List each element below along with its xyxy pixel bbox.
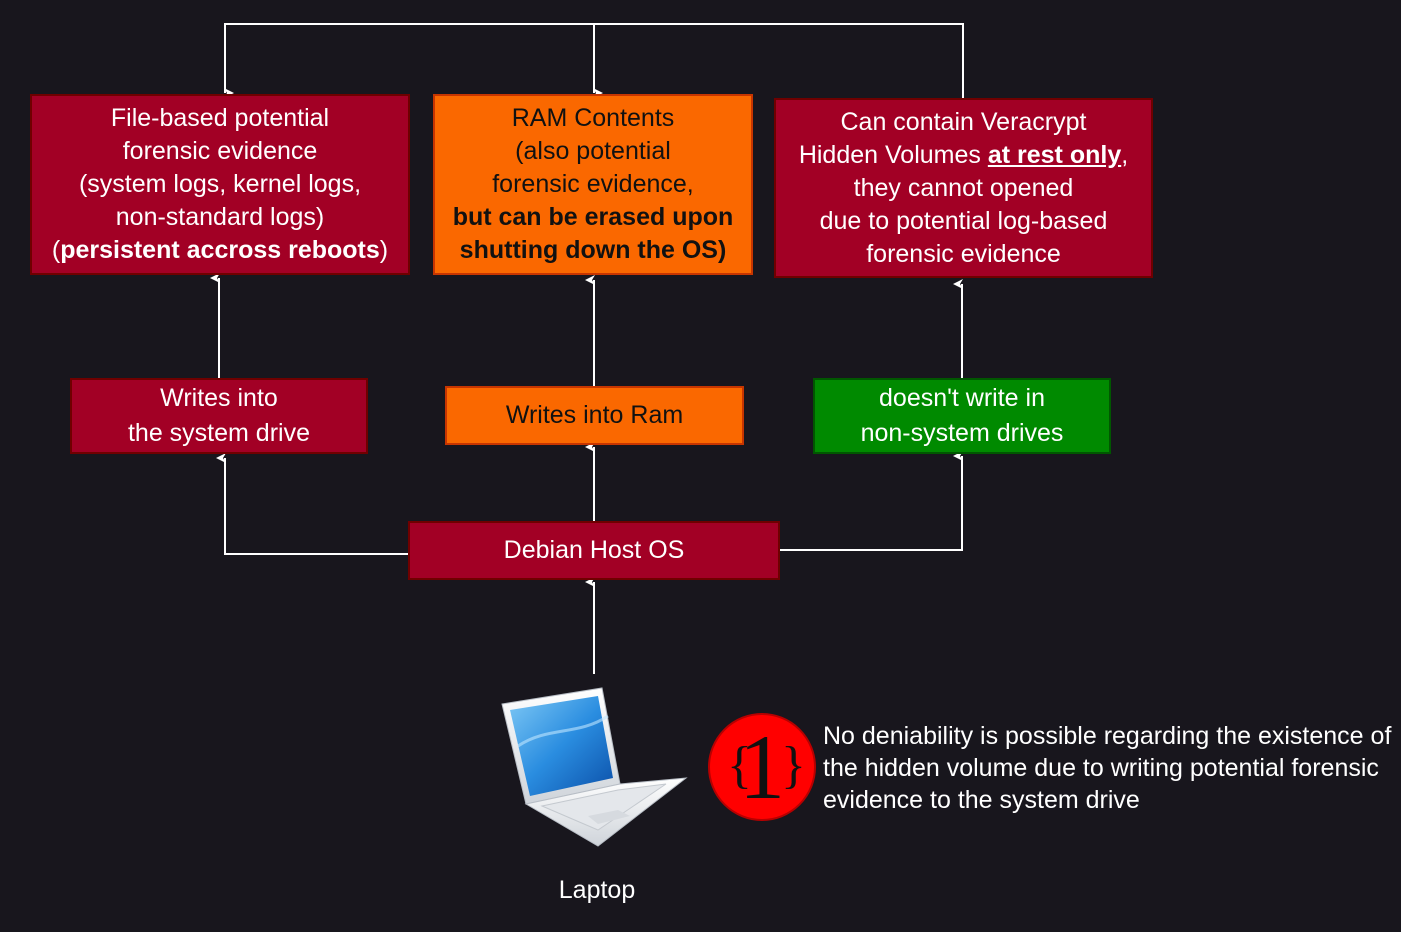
at-rest-only-text: at rest only <box>987 140 1122 169</box>
badge-number: 1 <box>739 716 785 818</box>
file-evidence-line4: non-standard logs) <box>115 203 325 231</box>
writes-ram-line1: Writes into Ram <box>505 401 684 429</box>
veracrypt-line2: Hidden Volumes at rest only, <box>799 139 1128 172</box>
debian-to-writes-system-arrow <box>216 453 408 555</box>
writes-system-line2: the system drive <box>127 419 310 447</box>
ram-contents-line5: shutting down the OS) <box>459 236 727 264</box>
ram-contents-line4: but can be erased upon <box>452 203 734 231</box>
debian-to-no-write-arrow <box>780 451 963 551</box>
warning-badge-icon: { 1 } <box>708 713 816 821</box>
svg-text:}: } <box>781 737 806 794</box>
deniability-note: No deniability is possible regarding the… <box>823 722 1392 814</box>
veracrypt-line1: Can contain Veracrypt <box>840 107 1087 136</box>
veracrypt-line3: they cannot opened <box>853 173 1074 202</box>
ram-contents-box: RAM Contents (also potential forensic ev… <box>433 94 753 275</box>
ram-contents-line1: RAM Contents <box>511 104 675 132</box>
writes-system-line1: Writes into <box>160 384 278 412</box>
file-evidence-box: File-based potential forensic evidence (… <box>30 94 410 275</box>
paren-open: ( <box>51 236 61 264</box>
file-evidence-line2: forensic evidence <box>122 137 318 165</box>
writes-system-drive-box: Writes into the system drive <box>70 378 368 454</box>
veracrypt-line2-pre: Hidden Volumes <box>798 140 988 169</box>
veracrypt-line5: forensic evidence <box>866 239 1061 268</box>
ram-contents-line3: forensic evidence, <box>492 170 694 198</box>
svg-text:{: { <box>727 737 752 794</box>
writes-ram-box: Writes into Ram <box>445 386 744 445</box>
veracrypt-line2-post: , <box>1121 140 1129 169</box>
no-write-line2: non-system drives <box>860 419 1064 447</box>
file-evidence-line1: File-based potential <box>110 104 330 132</box>
laptop-icon <box>501 687 688 847</box>
debian-host-label: Debian Host OS <box>503 536 685 564</box>
debian-host-box: Debian Host OS <box>408 521 780 580</box>
no-write-box: doesn't write in non-system drives <box>813 378 1111 454</box>
veracrypt-line4: due to potential log-based <box>819 206 1108 235</box>
no-write-line1: doesn't write in <box>879 384 1045 412</box>
persistent-text: persistent accross reboots <box>60 236 380 264</box>
file-evidence-line3: (system logs, kernel logs, <box>78 170 362 198</box>
ram-contents-line2: (also potential <box>515 137 671 165</box>
veracrypt-box: Can contain Veracrypt Hidden Volumes at … <box>774 98 1153 278</box>
paren-close: ) <box>379 236 389 264</box>
file-evidence-line5: (persistent accross reboots) <box>52 234 388 267</box>
laptop-label: Laptop <box>558 876 636 904</box>
